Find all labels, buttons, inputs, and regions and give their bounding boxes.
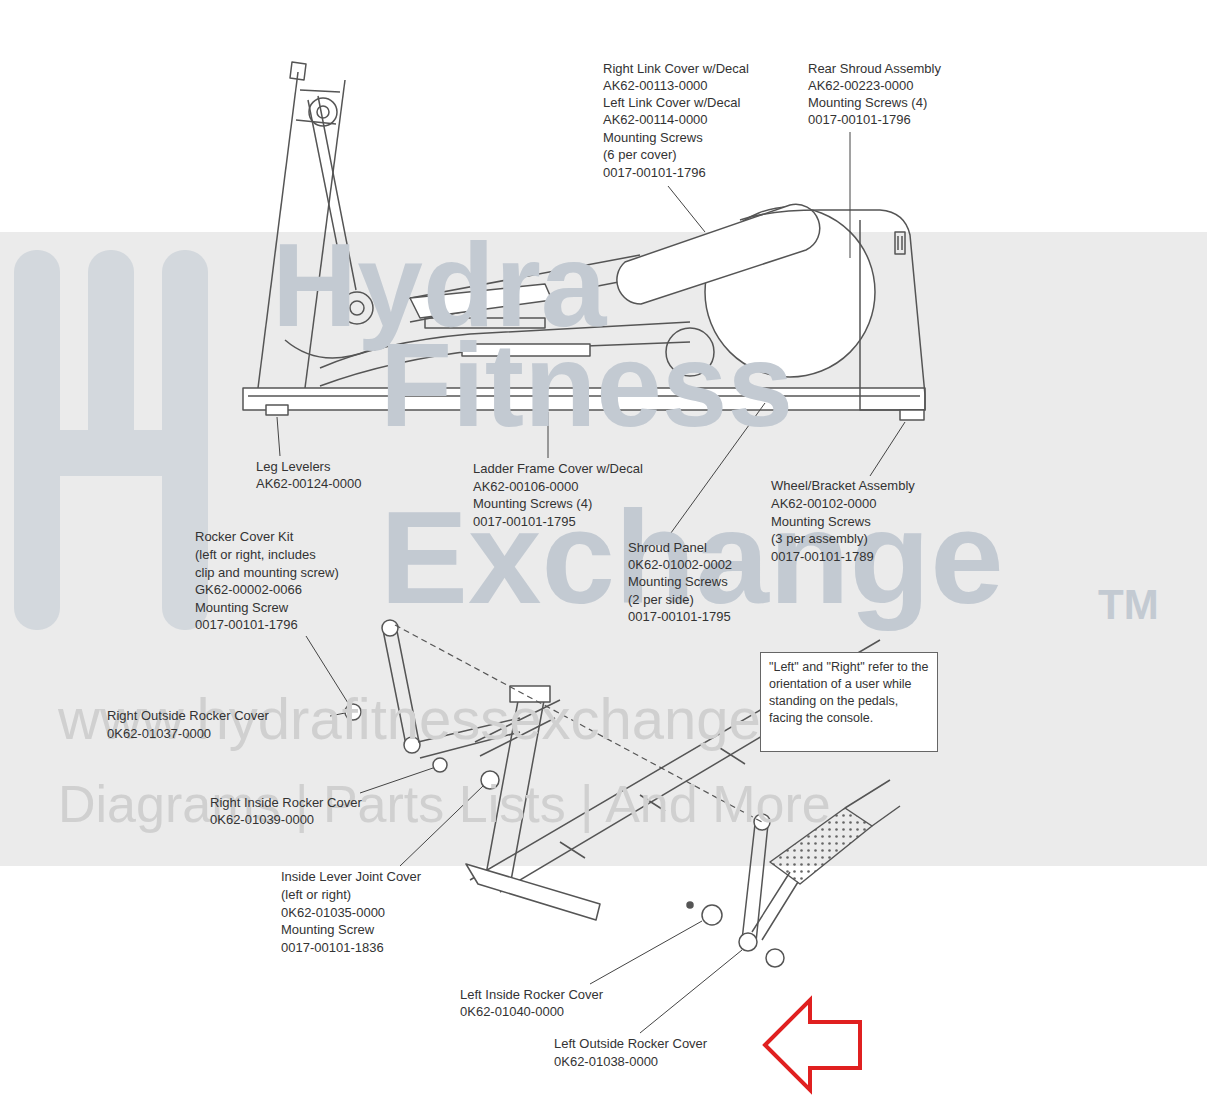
part-label: 0017-00101-1796: [808, 112, 911, 127]
part-label: (left or right, includes: [195, 547, 316, 562]
part-label: Leg Levelers: [256, 459, 330, 474]
part-label: Mounting Screws: [628, 574, 728, 589]
part-label: Rear Shroud Assembly: [808, 61, 941, 76]
note-text: "Left" and "Right" refer to the orientat…: [769, 659, 929, 727]
highlight-arrow: [765, 1000, 860, 1090]
part-label: Shroud Panel: [628, 540, 707, 555]
part-label: 0017-00101-1795: [628, 609, 731, 624]
watermark-text: Diagrams | Parts Lists | And More: [58, 778, 831, 830]
part-label: Inside Lever Joint Cover: [281, 869, 421, 884]
part-label: GK62-00002-0066: [195, 582, 302, 597]
watermark-text: Fitness: [380, 326, 793, 444]
watermark-logo: [14, 250, 208, 630]
part-label: (2 per side): [628, 592, 694, 607]
part-label: Right Link Cover w/Decal: [603, 61, 749, 76]
part-label: (6 per cover): [603, 147, 677, 162]
watermark-band: [0, 232, 1207, 866]
part-label: 0017-00101-1836: [281, 940, 384, 955]
part-label: Rocker Cover Kit: [195, 529, 293, 544]
part-label: AK62-00223-0000: [808, 78, 914, 93]
part-label: 0K62-01038-0000: [554, 1054, 658, 1069]
part-label: Left Link Cover w/Decal: [603, 95, 740, 110]
part-label: Mounting Screws (4): [808, 95, 927, 110]
part-label: Ladder Frame Cover w/Decal: [473, 461, 643, 476]
part-label: 0K62-01040-0000: [460, 1004, 564, 1019]
part-label: (3 per assembly): [771, 531, 868, 546]
part-label: 0K62-01037-0000: [107, 726, 211, 741]
part-label: 0K62-01035-0000: [281, 905, 385, 920]
part-label: AK62-00124-0000: [256, 476, 362, 491]
part-label: 0K62-01039-0000: [210, 812, 314, 827]
part-label: Left Inside Rocker Cover: [460, 987, 603, 1002]
part-label: Mounting Screws: [603, 130, 703, 145]
part-label: 0017-00101-1796: [603, 165, 706, 180]
watermark-text: TM: [1098, 584, 1159, 626]
part-label: Left Outside Rocker Cover: [554, 1036, 707, 1051]
note-box: "Left" and "Right" refer to the orientat…: [760, 652, 938, 752]
part-label: AK62-00113-0000: [603, 78, 708, 93]
part-label: (left or right): [281, 887, 351, 902]
part-label: AK62-00102-0000: [771, 496, 877, 511]
part-label: 0017-00101-1796: [195, 617, 298, 632]
part-label: 0017-00101-1795: [473, 514, 576, 529]
part-label: 0K62-01002-0002: [628, 557, 732, 572]
part-label: Mounting Screws: [771, 514, 871, 529]
part-label: 0017-00101-1789: [771, 549, 874, 564]
part-label: Mounting Screw: [281, 922, 374, 937]
part-label: clip and mounting screw): [195, 565, 339, 580]
part-label: Mounting Screw: [195, 600, 288, 615]
part-label: Mounting Screws (4): [473, 496, 592, 511]
part-label: Wheel/Bracket Assembly: [771, 478, 915, 493]
part-label: AK62-00106-0000: [473, 479, 579, 494]
part-label: Right Outside Rocker Cover: [107, 708, 269, 723]
part-label: Right Inside Rocker Cover: [210, 795, 362, 810]
part-label: AK62-00114-0000: [603, 112, 708, 127]
